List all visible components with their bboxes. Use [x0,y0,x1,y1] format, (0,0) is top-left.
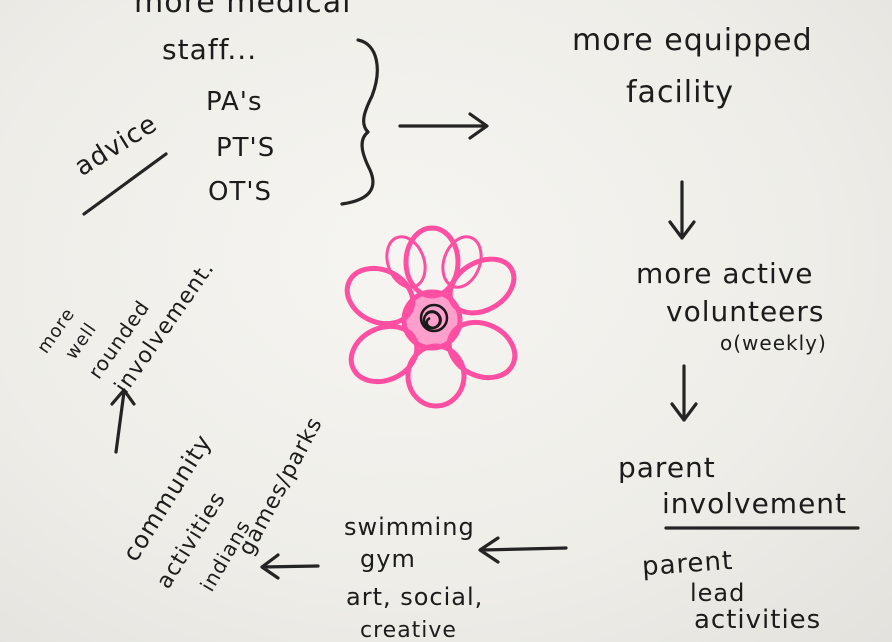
note-art-social: art, social, [346,583,484,611]
note-swimming: swimming [344,513,475,541]
note-staff: staff... [162,33,258,66]
note-involvement: involvement [662,487,848,520]
arrow-to-parent [670,364,698,422]
note-volunteers: volunteers [666,295,825,328]
curly-brace [340,38,379,206]
note-gym: gym [360,545,416,573]
arrow-to-volunteers [668,180,696,240]
arrow-to-well-rounded [110,388,136,454]
note-activities: activities [694,605,822,635]
note-pts: PT'S [216,133,276,163]
flower-drawing [344,225,518,409]
note-parent-led: parent [640,545,735,583]
note-more-medical: more medical [134,0,352,20]
advice-underline [82,152,168,216]
flower-center [419,303,449,333]
note-more-equipped: more equipped [572,23,813,58]
note-more-active: more active [636,257,814,290]
arrow-to-swimming [478,536,568,564]
note-facility: facility [626,75,734,110]
note-pas: PA's [206,87,263,117]
note-ots: OT'S [208,177,272,207]
arrow-to-community [260,553,320,580]
note-parent: parent [618,451,716,484]
arrow-to-facility [398,112,489,140]
note-creative: creative [360,618,457,642]
note-lead: lead [690,579,746,607]
note-weekly: o(weekly) [720,331,827,355]
